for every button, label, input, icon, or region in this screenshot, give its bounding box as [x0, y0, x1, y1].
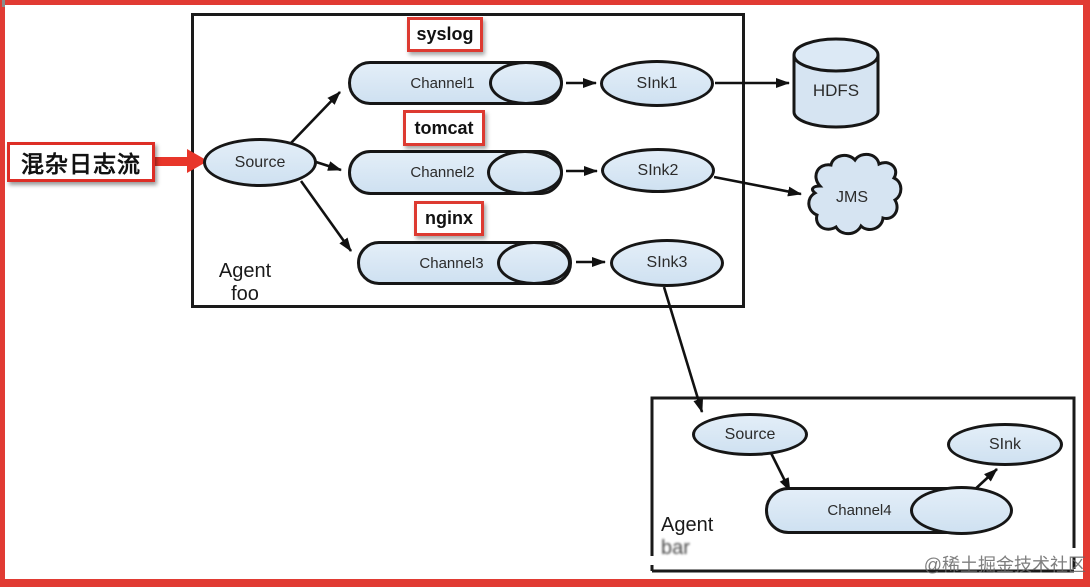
agent-foo-caption: Agent foo	[212, 260, 278, 306]
arrow-sink2-to-jms	[713, 175, 802, 197]
arrow-source-to-channel1	[290, 91, 341, 144]
jms-label: JMS	[836, 189, 868, 206]
mixed-log-stream-label: 混杂日志流	[7, 142, 155, 182]
channel3-buffer-circle	[497, 241, 571, 285]
agent-bar-caption-line2: bar	[661, 537, 690, 559]
channel1-buffer-circle	[489, 61, 563, 105]
flow-arrows	[290, 78, 998, 493]
arrow-bar-source-to-channel4	[769, 452, 792, 492]
node-sink1-label: SInk1	[636, 74, 678, 92]
channel4-buffer-circle	[910, 486, 1013, 535]
agent-foo-caption-line1: Agent	[218, 260, 272, 282]
arrow-sink3-to-bar-source	[662, 286, 704, 413]
hdfs-label: HDFS	[812, 81, 860, 100]
node-channel3-label: Channel3	[419, 254, 484, 272]
agent-foo-caption-line2: foo	[231, 283, 259, 305]
node-sink1: SInk1	[600, 60, 714, 107]
node-channel4-label: Channel4	[827, 502, 892, 519]
node-source-bar: Source	[692, 413, 808, 456]
node-sink2: SInk2	[601, 148, 715, 193]
node-channel2-label: Channel2	[410, 164, 475, 181]
tag-nginx: nginx	[414, 201, 484, 236]
hdfs-database-shape	[792, 37, 880, 129]
node-sink2-label: SInk2	[637, 161, 679, 179]
jms-cloud-shape	[807, 152, 903, 236]
arrow-source-to-channel3	[299, 180, 353, 252]
node-sink-bar-label: SInk	[988, 435, 1021, 453]
node-channel1-label: Channel1	[410, 74, 475, 92]
tag-tomcat: tomcat	[403, 110, 485, 146]
node-sink-bar: SInk	[947, 423, 1063, 466]
juejin-watermark: @稀土掘金技术社区	[923, 555, 1086, 575]
corner-artifact-tick	[2, 0, 5, 7]
node-source-foo: Source	[203, 138, 317, 187]
agent-bar-caption-line1: Agent	[661, 514, 714, 536]
channel2-buffer-circle	[487, 150, 563, 195]
agent-bar-caption: Agent bar	[661, 514, 741, 560]
arrow-source-to-channel2	[315, 160, 342, 172]
node-sink3: SInk3	[610, 239, 724, 287]
node-sink3-label: SInk3	[646, 254, 688, 271]
red-input-arrow	[155, 149, 208, 173]
node-source-bar-label: Source	[724, 425, 776, 443]
tag-syslog: syslog	[407, 17, 483, 52]
node-source-foo-label: Source	[234, 153, 286, 171]
agent-bar-box	[650, 396, 1076, 573]
